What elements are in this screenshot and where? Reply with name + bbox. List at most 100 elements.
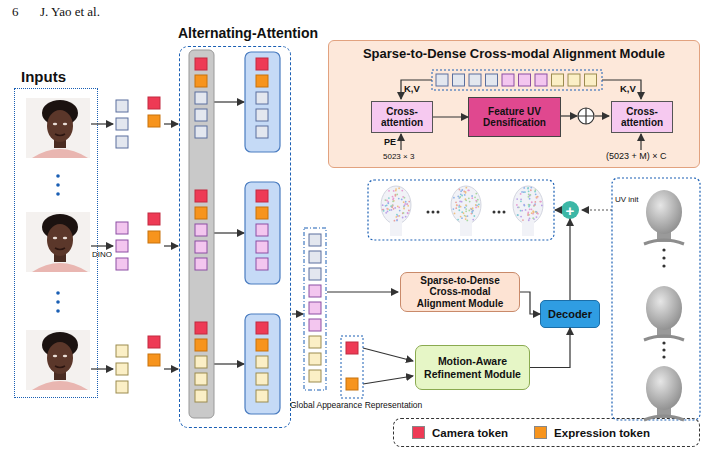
rendered-uv-image (392, 196, 394, 198)
rendered-uv-image (391, 206, 393, 208)
rendered-uv-image (536, 197, 538, 199)
legend-swatch (412, 426, 425, 439)
token (256, 126, 268, 138)
token (309, 319, 321, 331)
rendered-uv-image (393, 208, 395, 210)
rendered-uv-image (541, 205, 543, 207)
rendered-uv-image (396, 194, 398, 196)
rendered-uv-image (458, 206, 460, 208)
rendered-uv-image (392, 204, 394, 206)
rendered-uv-image (395, 194, 397, 196)
rendered-uv-image (465, 191, 467, 193)
ellipsis-dots (427, 211, 506, 214)
rendered-uv-image (454, 213, 456, 215)
rendered-uv-image (468, 210, 470, 212)
process-box: Cross-attention (611, 101, 673, 133)
rendered-uv-image (521, 191, 523, 193)
frame-token-box (245, 52, 280, 152)
mesh-head (644, 286, 684, 340)
rendered-uv-image (533, 211, 535, 213)
token (256, 207, 268, 219)
rendered-uv-image (408, 209, 410, 211)
rendered-uv-image (533, 212, 535, 214)
rendered-uv-image (533, 204, 535, 206)
rendered-uv-image (471, 212, 473, 214)
node-label: Cross-attention (372, 106, 432, 129)
rendered-uv-image (477, 199, 479, 201)
group-title: Alternating-Attention (178, 25, 318, 41)
rendered-uv-image (464, 207, 466, 209)
rendered-uv-image (472, 219, 474, 221)
rendered-uv-image (520, 193, 522, 195)
rendered-uv-image (382, 209, 384, 211)
rendered-uv-image (475, 206, 477, 208)
rendered-uv-image (534, 191, 536, 193)
token (195, 241, 207, 253)
rendered-uv-image (522, 219, 524, 221)
rendered-uv-image (398, 206, 400, 208)
rendered-uv-image (476, 204, 478, 206)
group-box: Alternating-Attention (179, 46, 291, 428)
rendered-uv-image (464, 194, 466, 196)
rendered-uv-image (465, 204, 467, 206)
rendered-uv-image (406, 203, 408, 205)
token (256, 339, 268, 351)
group-box: Inputs (14, 88, 98, 398)
rendered-uv-image (405, 216, 407, 218)
rendered-uv-image (517, 214, 519, 216)
rendered-uv-image (404, 197, 406, 199)
rendered-uv-image (460, 216, 462, 218)
input-images (26, 330, 90, 390)
rendered-uv-image (403, 208, 405, 210)
token (116, 118, 128, 130)
attention-column (189, 50, 214, 418)
rendered-uv-image (518, 206, 520, 208)
legend: Camera tokenExpression token (393, 418, 700, 447)
flow-arrow (363, 376, 413, 384)
frame-token-box (245, 182, 280, 284)
rendered-uv-image (534, 203, 536, 205)
rendered-uv-image (527, 187, 529, 189)
ellipsis-dots (56, 174, 60, 313)
flow-arrow (292, 313, 303, 314)
frame-token-box (245, 314, 280, 414)
rendered-uv-image (524, 191, 526, 193)
rendered-uv-image (527, 213, 529, 215)
flow-arrow (214, 232, 244, 233)
rendered-uv-image (528, 206, 530, 208)
rendered-uv-image (460, 193, 462, 195)
rendered-uv-image (456, 204, 458, 206)
flow-arrow (214, 101, 244, 102)
mesh-head (644, 190, 684, 420)
process-box: Cross-attention (371, 101, 433, 133)
rendered-uv-image (394, 220, 396, 222)
rendered-uv-image (528, 219, 530, 221)
token (195, 92, 207, 104)
rendered-uv-image (471, 208, 473, 210)
rendered-uv-image (459, 189, 461, 191)
rendered-uv-image (381, 186, 543, 236)
token (116, 240, 128, 252)
rendered-uv-image (523, 204, 525, 206)
rendered-uv-image (385, 205, 387, 207)
rendered-uv-image (389, 209, 391, 211)
flow-arrow (327, 291, 398, 292)
token (309, 302, 321, 314)
input-images (26, 212, 90, 272)
token (195, 322, 207, 334)
group-title: Inputs (21, 68, 66, 85)
token (256, 390, 268, 402)
rendered-uv-image (535, 211, 537, 213)
flow-arrow (164, 123, 178, 124)
token (195, 356, 207, 368)
annotation: K,V (620, 84, 636, 94)
annotation: 5023 × 3 (383, 153, 414, 162)
token (195, 58, 207, 70)
rendered-uv-image (475, 193, 477, 195)
node-label: Decoder (548, 308, 592, 320)
rendered-uv-image (471, 195, 473, 197)
node-label: + (566, 203, 575, 218)
ellipsis-dots (437, 211, 440, 214)
rendered-uv-image (537, 213, 539, 215)
